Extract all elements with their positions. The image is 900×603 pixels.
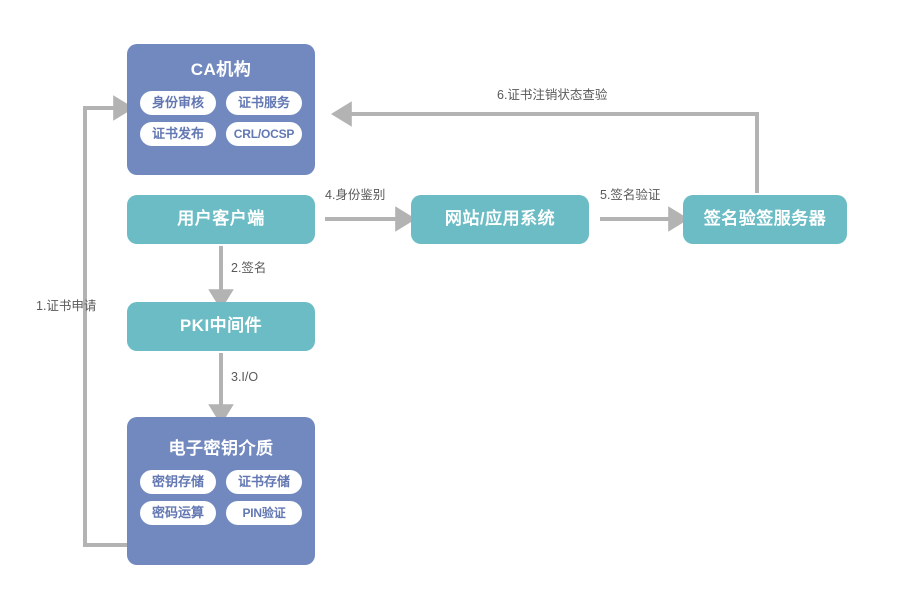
arrow-certificate-application — [83, 95, 134, 547]
edge-label-signature-verification: 5.签名验证 — [600, 188, 661, 202]
edge-label-certificate-application: 1.证书申请 — [36, 299, 97, 313]
node-website-application-title: 网站/应用系统 — [444, 209, 556, 229]
node-pki-middleware[interactable]: PKI中间件 — [127, 302, 315, 351]
pill-certificate-storage[interactable]: 证书存储 — [226, 470, 302, 495]
pill-certificate-service[interactable]: 证书服务 — [226, 91, 302, 116]
node-user-client-title: 用户客户端 — [177, 209, 265, 229]
pill-certificate-publish[interactable]: 证书发布 — [140, 122, 216, 147]
node-pki-middleware-title: PKI中间件 — [179, 316, 263, 336]
node-website-application[interactable]: 网站/应用系统 — [411, 195, 589, 244]
node-user-client[interactable]: 用户客户端 — [127, 195, 315, 244]
edge-label-io: 3.I/O — [231, 370, 259, 384]
node-signature-server-title: 签名验签服务器 — [703, 209, 827, 229]
pill-crypto-operation[interactable]: 密码运算 — [140, 501, 216, 526]
edge-label-identity-authentication: 4.身份鉴别 — [325, 188, 386, 202]
node-key-media[interactable]: 电子密钥介质 密钥存储 证书存储 密码运算 PIN验证 — [127, 417, 315, 565]
node-ca-pill-grid: 身份审核 证书服务 证书发布 CRL/OCSP — [140, 91, 302, 147]
node-signature-server[interactable]: 签名验签服务器 — [683, 195, 847, 244]
pill-pin-verification[interactable]: PIN验证 — [226, 501, 302, 526]
pill-key-storage[interactable]: 密钥存储 — [140, 470, 216, 495]
pill-identity-review[interactable]: 身份审核 — [140, 91, 216, 116]
node-ca[interactable]: CA机构 身份审核 证书服务 证书发布 CRL/OCSP — [127, 44, 315, 175]
edge-label-revocation-status-check: 6.证书注销状态查验 — [497, 88, 608, 102]
node-ca-title: CA机构 — [190, 60, 252, 79]
pill-crl-ocsp[interactable]: CRL/OCSP — [226, 122, 302, 147]
arrow-revocation-status-check — [331, 101, 759, 193]
edge-label-signature: 2.签名 — [231, 261, 267, 275]
node-key-media-pill-grid: 密钥存储 证书存储 密码运算 PIN验证 — [140, 470, 302, 526]
node-key-media-title: 电子密钥介质 — [168, 439, 274, 458]
